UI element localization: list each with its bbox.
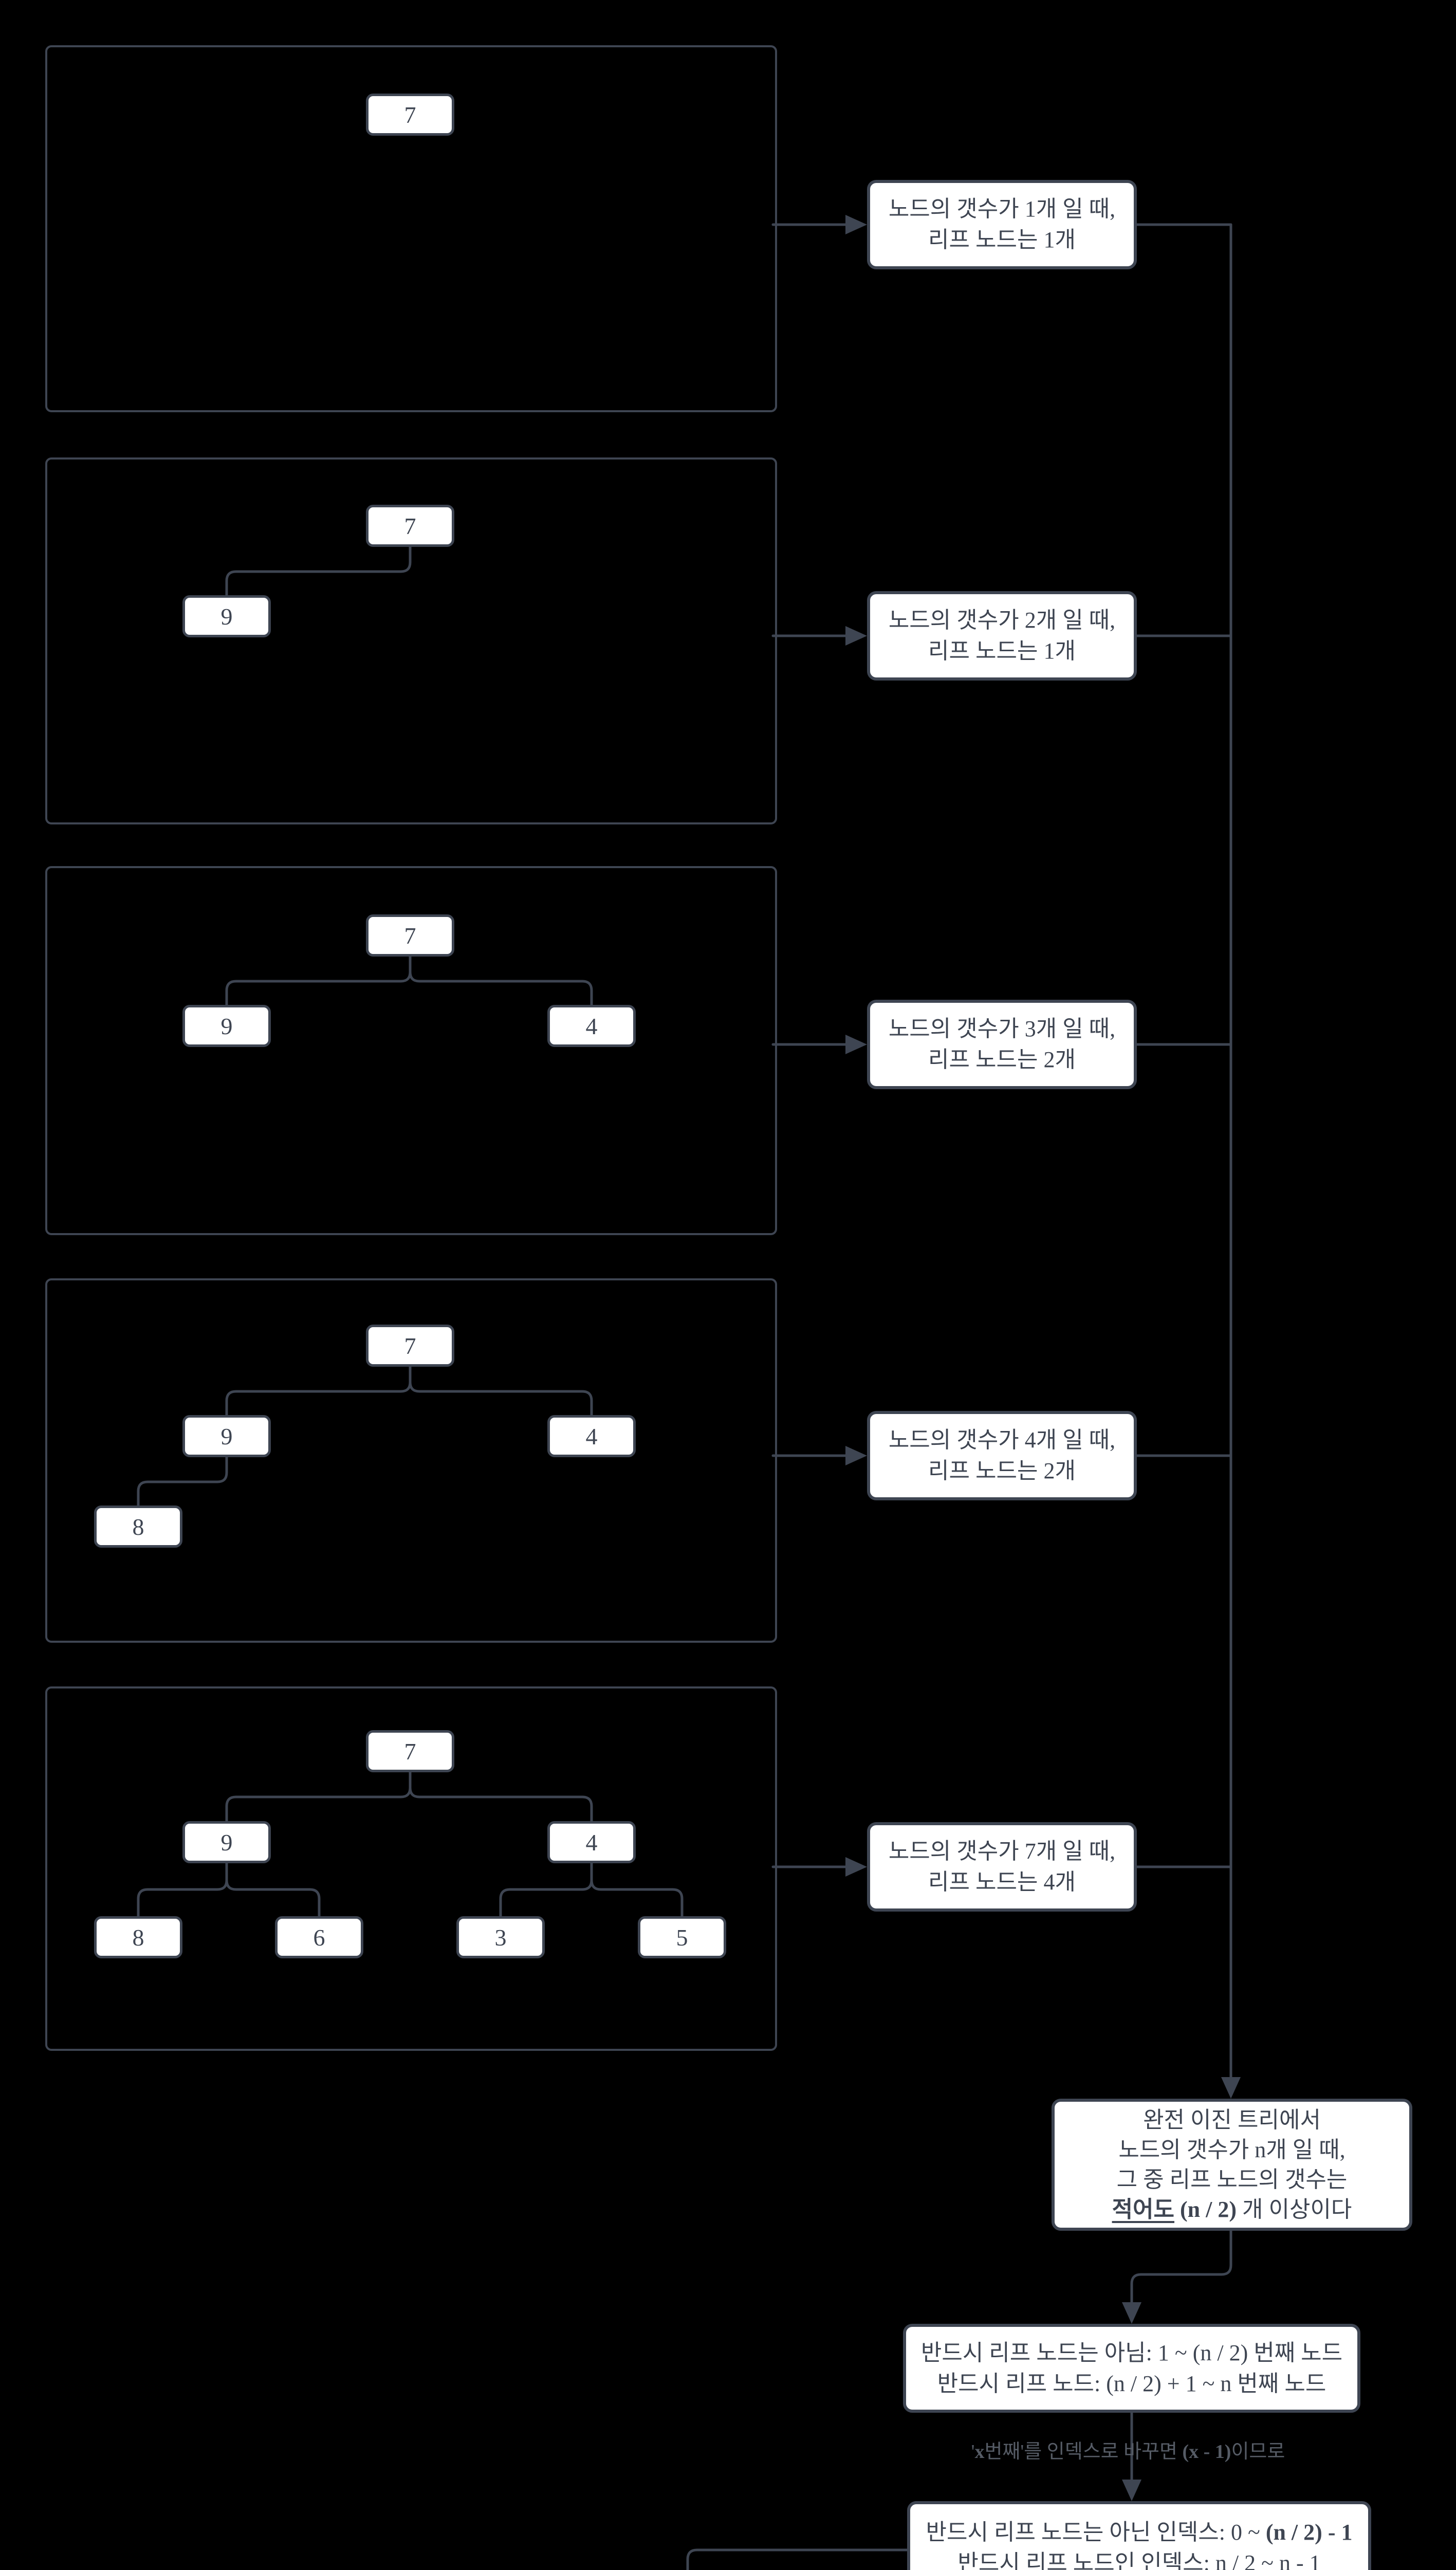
- leaf-count-label-4: 노드의 갯수가 4개 일 때, 리프 노드는 2개: [867, 1411, 1137, 1500]
- label-line: 노드의 갯수가 4개 일 때,: [888, 1427, 1116, 1453]
- label-line: 리프 노드는 4개: [928, 1869, 1076, 1895]
- index-range-box: 반드시 리프 노드는 아닌 인덱스: 0 ~ (n / 2) - 1 반드시 리…: [907, 2501, 1371, 2570]
- connector-line: [499, 1862, 593, 1918]
- connector-line: [409, 955, 593, 1006]
- tree-node: 8: [94, 1916, 182, 1958]
- label-line: 리프 노드는 1개: [928, 227, 1076, 252]
- tree-node: 9: [182, 595, 271, 637]
- index-line: 반드시 리프 노드는 아닌 인덱스: 0 ~ (n / 2) - 1: [926, 2519, 1353, 2545]
- connector-line: [409, 1771, 593, 1823]
- arrowhead: [845, 1857, 867, 1877]
- leaf-count-label-3: 노드의 갯수가 3개 일 때, 리프 노드는 2개: [867, 1000, 1137, 1089]
- ordinal-line: 반드시 리프 노드: (n / 2) + 1 ~ n 번째 노드: [937, 2371, 1326, 2396]
- label-line: 리프 노드는 1개: [928, 638, 1076, 664]
- tree-node: 7: [366, 94, 454, 136]
- label-line: 노드의 갯수가 2개 일 때,: [888, 608, 1116, 633]
- ordinal-line: 반드시 리프 노드는 아님: 1 ~ (n / 2) 번째 노드: [920, 2340, 1343, 2365]
- summary-line: 노드의 갯수가 n개 일 때,: [1118, 2137, 1346, 2162]
- summary-line: 완전 이진 트리에서: [1143, 2107, 1321, 2133]
- connector-line: [225, 955, 412, 1006]
- label-line: 노드의 갯수가 3개 일 때,: [888, 1016, 1116, 1041]
- label-line: 노드의 갯수가 7개 일 때,: [888, 1839, 1116, 1864]
- arrowhead: [1122, 2302, 1141, 2324]
- tree-node: 7: [366, 1730, 454, 1772]
- label-line: 리프 노드는 2개: [928, 1458, 1076, 1483]
- tree-node: 5: [638, 1916, 726, 1958]
- leaf-count-label-2: 노드의 갯수가 2개 일 때, 리프 노드는 1개: [867, 591, 1137, 681]
- arrowhead: [845, 1446, 867, 1465]
- connector-line: [225, 1771, 412, 1823]
- summary-line: 적어도 (n / 2) 개 이상이다: [1112, 2196, 1352, 2222]
- tree-node: 8: [94, 1506, 182, 1548]
- connector-line: [686, 2548, 909, 2570]
- leaf-count-label-1: 노드의 갯수가 1개 일 때, 리프 노드는 1개: [867, 180, 1137, 269]
- tree-node: 4: [547, 1005, 636, 1047]
- connector-line: [137, 1862, 228, 1918]
- connector-line: [225, 1862, 321, 1918]
- label-line: 노드의 갯수가 1개 일 때,: [888, 196, 1116, 222]
- leaf-count-label-5: 노드의 갯수가 7개 일 때, 리프 노드는 4개: [867, 1822, 1137, 1912]
- summary-line: 그 중 리프 노드의 갯수는: [1116, 2167, 1348, 2192]
- tree-node: 7: [366, 1325, 454, 1367]
- ordinal-range-box: 반드시 리프 노드는 아님: 1 ~ (n / 2) 번째 노드 반드시 리프 …: [903, 2324, 1360, 2413]
- tree-node: 4: [547, 1415, 636, 1457]
- arrowhead: [845, 215, 867, 234]
- tree-node: 3: [456, 1916, 545, 1958]
- tree-node: 9: [182, 1415, 271, 1457]
- connector-line: [1130, 2229, 1232, 2304]
- arrowhead: [1221, 2077, 1241, 2099]
- tree-node: 6: [275, 1916, 363, 1958]
- connector-line: [590, 1862, 684, 1918]
- tree-node: 9: [182, 1005, 271, 1047]
- connector-line: [225, 545, 412, 597]
- arrowhead: [845, 626, 867, 646]
- summary-box: 완전 이진 트리에서 노드의 갯수가 n개 일 때, 그 중 리프 노드의 갯수…: [1052, 2099, 1412, 2231]
- tree-node: 7: [366, 914, 454, 957]
- connector-line: [409, 1365, 593, 1417]
- label-line: 리프 노드는 2개: [928, 1047, 1076, 1072]
- tree-panel-4: [45, 1278, 777, 1643]
- tree-panel-1: [45, 45, 777, 412]
- connector-line: [225, 1365, 412, 1417]
- tree-panel-3: [45, 866, 777, 1235]
- tree-node: 7: [366, 505, 454, 547]
- connector-line: [137, 1456, 228, 1507]
- tree-node: 9: [182, 1821, 271, 1863]
- tree-panel-2: [45, 457, 777, 824]
- tree-node: 4: [547, 1821, 636, 1863]
- index-conversion-note: 'x번째'를 인덱스로 바꾸면 (x - 1)이므로: [971, 2441, 1285, 2463]
- tree-panel-5: [45, 1686, 777, 2051]
- arrowhead: [1122, 2480, 1141, 2501]
- arrowhead: [845, 1035, 867, 1054]
- index-line: 반드시 리프 노드인 인덱스: n / 2 ~ n - 1: [957, 2550, 1321, 2570]
